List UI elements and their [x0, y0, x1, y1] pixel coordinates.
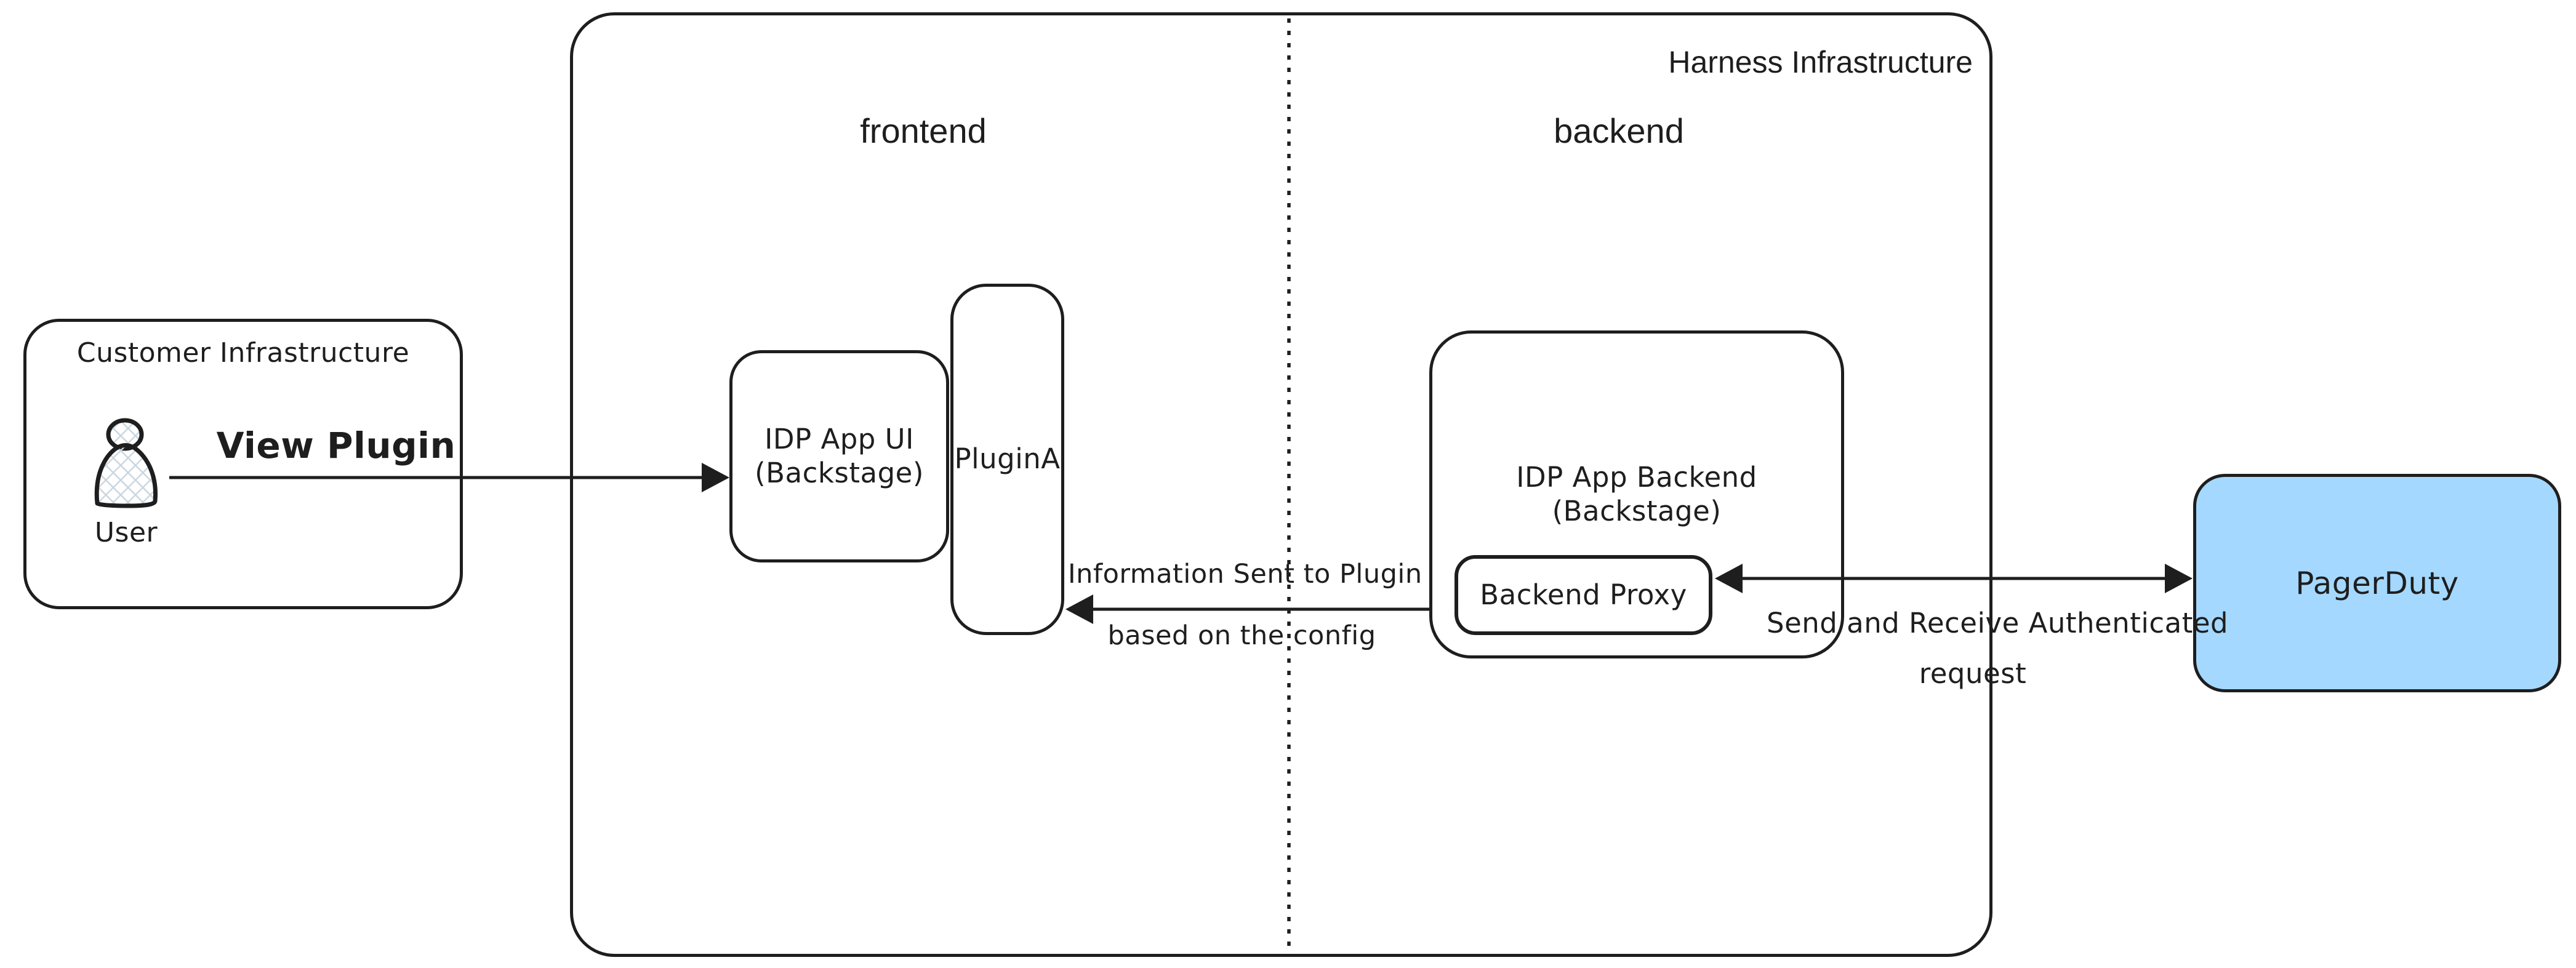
user-label: User — [94, 517, 158, 548]
customer-infrastructure-box — [23, 319, 463, 609]
plugin-a-label: PluginA — [950, 284, 1064, 635]
backend-proxy-label-text: Backend Proxy — [1480, 578, 1687, 611]
harness-infrastructure-box — [570, 12, 1992, 957]
backend-proxy-box — [1455, 555, 1712, 635]
backend-proxy-label: Backend Proxy — [1455, 555, 1712, 635]
backend-section-label: backend — [1554, 111, 1684, 150]
idp-app-ui-label: IDP App UI (Backstage) — [729, 350, 949, 562]
arrowhead-right-icon — [2165, 564, 2193, 593]
view-plugin-arrow-label: View Plugin — [216, 425, 456, 466]
idp-app-ui-label-line2: (Backstage) — [755, 456, 924, 489]
idp-app-ui-box — [729, 350, 949, 562]
plugin-a-box — [950, 284, 1064, 635]
idp-app-ui-label-line1: IDP App UI — [764, 422, 914, 455]
pagerduty-box: PagerDuty — [2193, 474, 2561, 692]
harness-infrastructure-label: Harness Infrastructure — [1668, 45, 1973, 79]
customer-infrastructure-label: Customer Infrastructure — [76, 337, 410, 369]
info-sent-label-line2: based on the config — [1107, 620, 1376, 651]
auth-request-label-line1: Send and Receive Authenticated — [1767, 607, 2229, 639]
auth-request-label-line2: request — [1919, 657, 2027, 690]
frontend-section-label: frontend — [860, 111, 987, 150]
idp-app-backend-label-line1: IDP App Backend — [1516, 460, 1757, 494]
idp-app-backend-label-line2: (Backstage) — [1552, 494, 1722, 527]
user-icon — [94, 418, 158, 508]
plugin-a-label-text: PluginA — [954, 442, 1061, 476]
pagerduty-label: PagerDuty — [2295, 565, 2459, 601]
idp-app-backend-label: IDP App Backend (Backstage) — [1429, 330, 1844, 757]
info-sent-label-line1: Information Sent to Plugin — [1068, 559, 1422, 590]
